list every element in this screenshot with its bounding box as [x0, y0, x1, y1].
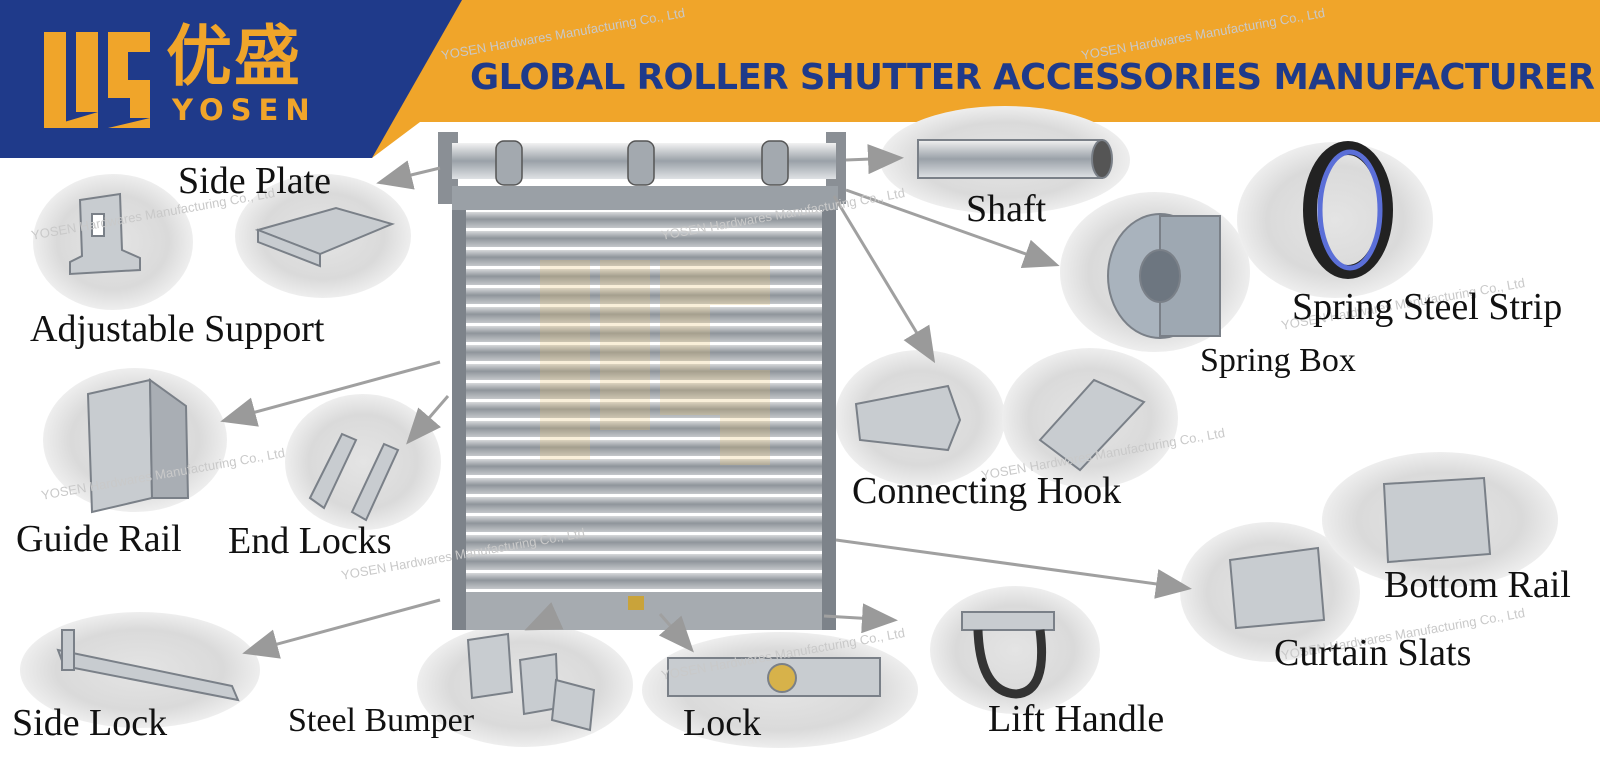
label-spring-steel-strip: Spring Steel Strip	[1292, 286, 1563, 328]
shutter-slat	[466, 440, 822, 456]
shutter-slat	[466, 212, 822, 228]
shutter-slat	[466, 326, 822, 342]
roller-shutter-illustration	[438, 132, 846, 630]
side-plate-part	[254, 206, 396, 268]
spring-box-part	[1107, 213, 1221, 339]
label-bottom-rail: Bottom Rail	[1384, 564, 1571, 606]
page-headline: GLOBAL ROLLER SHUTTER ACCESSORIES MANUFA…	[470, 57, 1595, 98]
end-locks-part	[308, 432, 400, 522]
brand-name-english: YOSEN	[172, 93, 317, 127]
label-adjustable-support: Adjustable Support	[30, 308, 325, 350]
side-lock-part	[56, 629, 240, 702]
shutter-slat	[466, 269, 822, 285]
shutter-slat	[466, 345, 822, 361]
label-side-lock: Side Lock	[12, 702, 168, 744]
label-connecting-hook: Connecting Hook	[852, 470, 1122, 512]
connecting-hook-part-2	[1038, 378, 1146, 472]
shutter-slat	[466, 250, 822, 266]
shutter-slat	[466, 535, 822, 551]
curtain-slats-part	[1228, 546, 1326, 630]
spring-steel-strip-part	[1303, 141, 1393, 279]
label-steel-bumper: Steel Bumper	[288, 702, 475, 739]
shutter-slat	[466, 421, 822, 437]
shutter-slat	[466, 383, 822, 399]
shutter-slat	[466, 288, 822, 304]
shutter-slat	[466, 459, 822, 475]
shutter-slat	[466, 402, 822, 418]
steel-bumper-part	[466, 632, 596, 732]
lock-part	[667, 657, 881, 697]
shaft-part	[917, 139, 1113, 179]
connecting-hook-part	[854, 384, 962, 452]
shutter-slat	[466, 497, 822, 513]
bottom-rail-part	[1382, 476, 1492, 564]
shutter-slat	[466, 307, 822, 323]
label-curtain-slats: Curtain Slats	[1274, 632, 1472, 674]
label-shaft: Shaft	[966, 188, 1047, 230]
brand-name-chinese: 优盛	[166, 18, 302, 95]
guide-rail-part	[86, 378, 190, 514]
label-guide-rail: Guide Rail	[16, 518, 182, 560]
shutter-slat	[466, 231, 822, 247]
lift-handle-part	[961, 611, 1055, 699]
shutter-slat	[466, 478, 822, 494]
shutter-slat	[466, 573, 822, 589]
label-end-locks: End Locks	[228, 520, 392, 562]
adjustable-support-part	[69, 192, 141, 276]
label-lock: Lock	[683, 702, 762, 744]
label-side-plate: Side Plate	[178, 160, 332, 202]
label-lift-handle: Lift Handle	[988, 698, 1165, 740]
shutter-slat	[466, 516, 822, 532]
label-spring-box: Spring Box	[1200, 342, 1356, 379]
leader-arrows	[220, 144, 1192, 659]
shutter-slat	[466, 554, 822, 570]
shutter-slat	[466, 364, 822, 380]
